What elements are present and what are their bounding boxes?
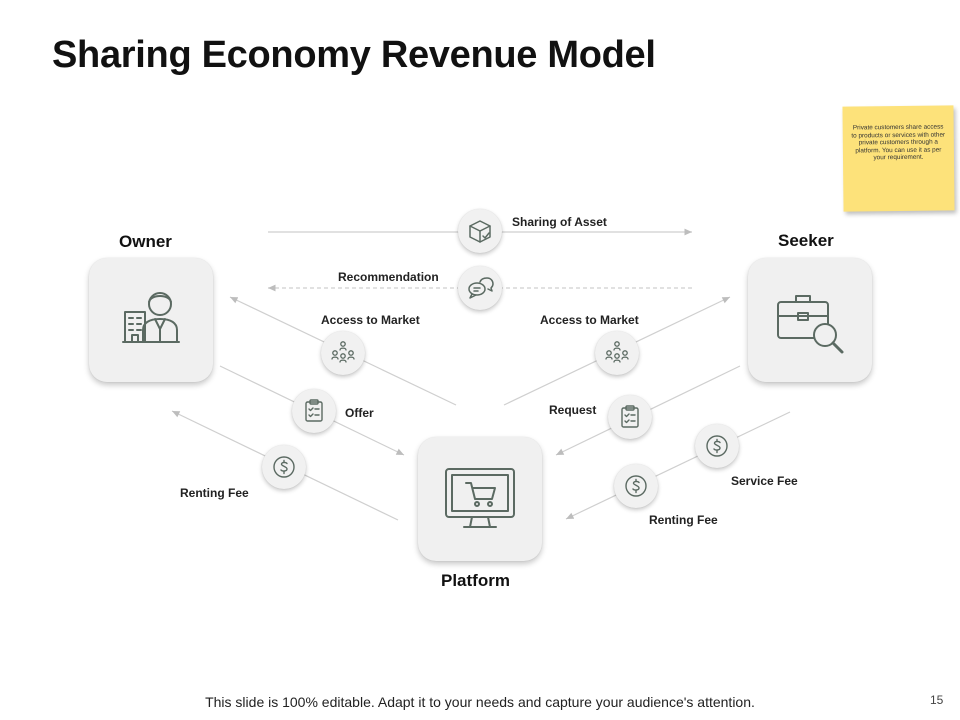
clipboard-checklist-icon: [305, 399, 323, 422]
people-network-icon: [605, 341, 629, 363]
sharing-of-asset-badge: [458, 209, 502, 253]
clipboard-checklist-icon: [621, 405, 639, 428]
owner-node: [89, 258, 213, 382]
recommendation-badge: [458, 266, 502, 310]
seeker-label: Seeker: [778, 231, 834, 250]
shopping-cart-monitor-icon: [445, 468, 515, 528]
renting-fee-right-arrow: [565, 411, 791, 520]
renting-fee-right-badge: [614, 464, 658, 508]
slide-title: Sharing Economy Revenue Model: [52, 34, 656, 76]
service-fee-label: Service Fee: [731, 474, 798, 488]
access-to-market-right-badge: [595, 331, 639, 375]
platform-node: [418, 437, 542, 561]
briefcase-search-icon: [777, 295, 844, 354]
seeker-node: [748, 258, 872, 382]
recommendation-label: Recommendation: [338, 270, 439, 284]
footer-text: This slide is 100% editable. Adapt it to…: [205, 694, 755, 710]
renting-fee-left-badge: [262, 445, 306, 489]
renting-fee-left-label: Renting Fee: [180, 486, 249, 500]
owner-label: Owner: [119, 232, 172, 251]
sharing-of-asset-label: Sharing of Asset: [512, 215, 607, 229]
businessman-building-icon: [122, 292, 180, 343]
chat-bubbles-icon: [468, 277, 494, 299]
access-to-market-right-label: Access to Market: [540, 313, 639, 327]
offer-label: Offer: [345, 406, 374, 420]
dollar-coin-icon: [625, 475, 647, 497]
people-network-icon: [331, 341, 355, 363]
service-fee-badge: [695, 424, 739, 468]
access-to-market-left-label: Access to Market: [321, 313, 420, 327]
request-label: Request: [549, 403, 597, 417]
dollar-coin-icon: [706, 435, 728, 457]
dollar-coin-icon: [273, 456, 295, 478]
offer-badge: [292, 389, 336, 433]
request-badge: [608, 395, 652, 439]
platform-label: Platform: [441, 571, 510, 590]
renting-fee-right-label: Renting Fee: [649, 513, 718, 527]
page-number: 15: [930, 693, 944, 707]
package-icon: [469, 220, 491, 243]
access-to-market-left-badge: [321, 331, 365, 375]
